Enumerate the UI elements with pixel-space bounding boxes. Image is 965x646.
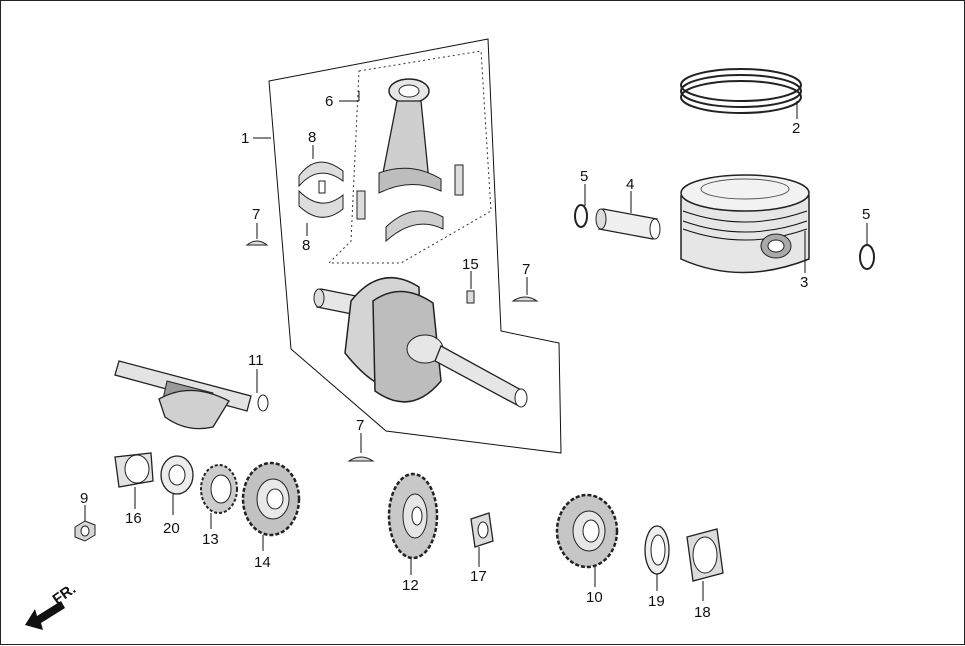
callout-3: 3 bbox=[800, 274, 808, 291]
piston-pin bbox=[595, 208, 661, 240]
gear-10 bbox=[555, 493, 619, 569]
nut-18 bbox=[686, 528, 724, 582]
crankshaft bbox=[313, 276, 528, 408]
callout-9: 9 bbox=[80, 490, 88, 507]
callout-11: 11 bbox=[248, 352, 264, 369]
callout-10: 10 bbox=[586, 589, 603, 606]
callout-7b: 7 bbox=[522, 261, 530, 278]
callout-8a: 8 bbox=[308, 129, 316, 146]
callout-7c: 7 bbox=[356, 417, 364, 434]
bearing-shells bbox=[298, 161, 344, 218]
dowel-pin bbox=[466, 290, 475, 304]
callout-7a: 7 bbox=[252, 206, 260, 223]
callout-1: 1 bbox=[241, 130, 249, 147]
washer-20 bbox=[160, 455, 194, 495]
woodruff-key-c bbox=[347, 456, 375, 462]
circlip-right bbox=[859, 244, 875, 270]
collar bbox=[114, 452, 154, 488]
callout-2: 2 bbox=[792, 120, 800, 137]
piston bbox=[680, 174, 810, 274]
callout-17: 17 bbox=[470, 568, 487, 585]
gear-13 bbox=[200, 464, 238, 514]
callout-20: 20 bbox=[163, 520, 180, 537]
balancer-shaft bbox=[114, 360, 269, 430]
callout-13: 13 bbox=[202, 531, 219, 548]
callout-8b: 8 bbox=[302, 237, 310, 254]
washer-19 bbox=[644, 525, 670, 575]
front-direction-arrow bbox=[25, 601, 65, 630]
gear-14 bbox=[241, 461, 301, 537]
leader-lines bbox=[84, 91, 868, 601]
callout-5b: 5 bbox=[862, 206, 870, 223]
gear-12 bbox=[387, 472, 439, 560]
callout-15: 15 bbox=[462, 256, 479, 273]
callout-6: 6 bbox=[325, 93, 333, 110]
callout-19: 19 bbox=[648, 593, 665, 610]
callout-12: 12 bbox=[402, 577, 419, 594]
nut-17 bbox=[470, 512, 494, 548]
crankshaft-assembly-outline bbox=[268, 38, 562, 454]
nut-9 bbox=[74, 520, 96, 542]
connecting-rod bbox=[356, 78, 464, 243]
callout-4: 4 bbox=[626, 176, 634, 193]
circlip-left bbox=[574, 204, 588, 228]
connecting-rod-subgroup-outline bbox=[327, 50, 492, 264]
piston-rings bbox=[680, 68, 802, 114]
woodruff-key-b bbox=[511, 296, 539, 302]
callout-14: 14 bbox=[254, 554, 271, 571]
callout-18: 18 bbox=[694, 604, 711, 621]
woodruff-key-a bbox=[245, 240, 269, 246]
front-direction-label: FR. bbox=[50, 580, 80, 608]
callout-5a: 5 bbox=[580, 168, 588, 185]
callout-16: 16 bbox=[125, 510, 142, 527]
